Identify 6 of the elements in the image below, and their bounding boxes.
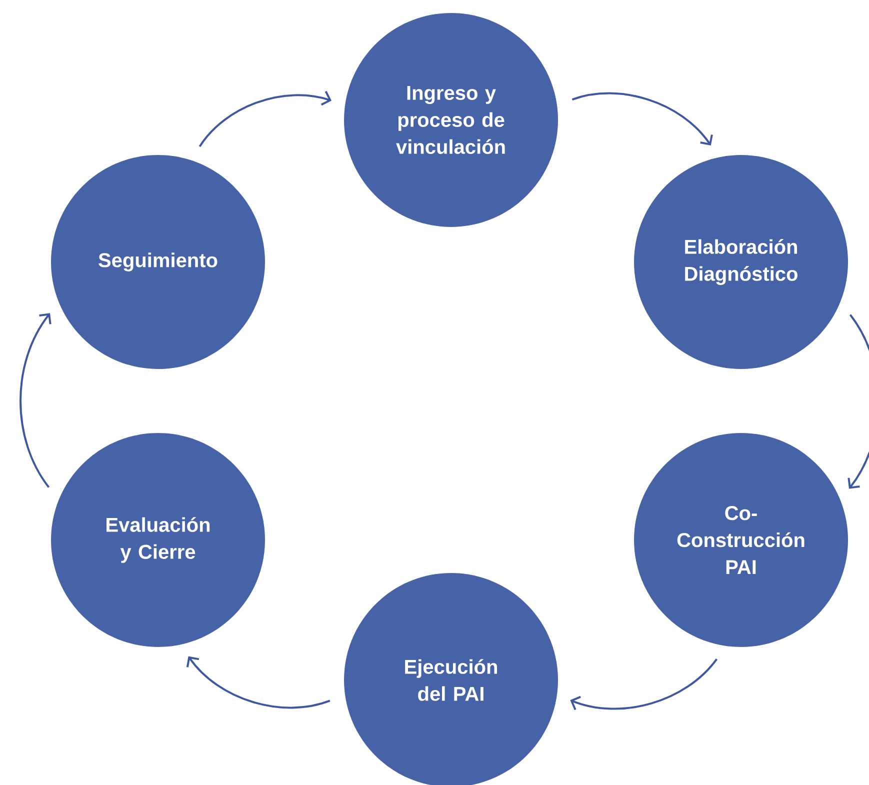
curved-arrow (572, 92, 713, 146)
curved-arrow (848, 314, 869, 489)
curved-arrow (198, 90, 332, 148)
curved-arrow (186, 656, 330, 709)
curved-arrow (570, 658, 718, 710)
curved-arrow (20, 313, 52, 488)
